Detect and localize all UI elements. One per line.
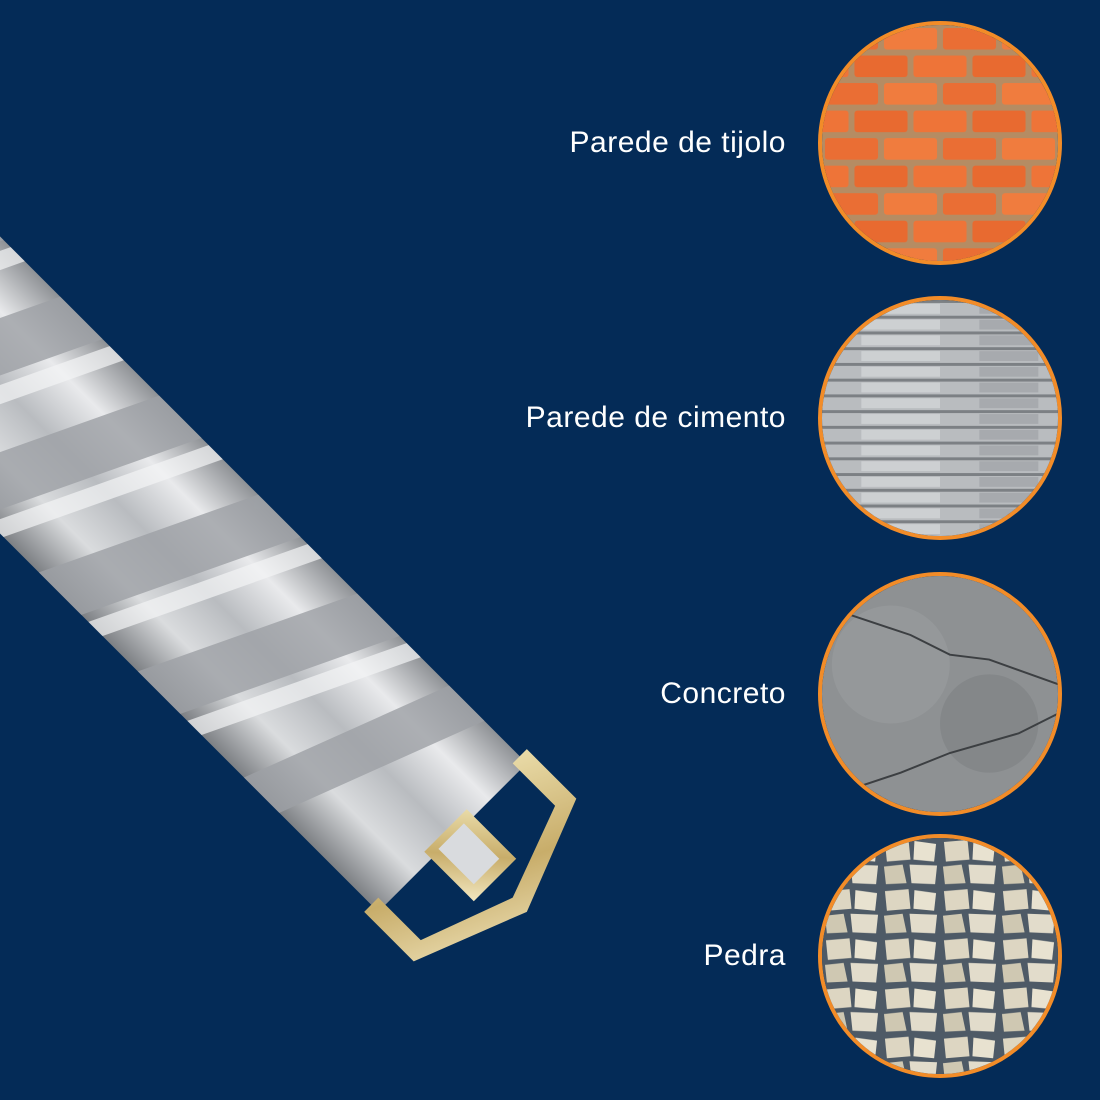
brick-wall-image — [818, 21, 1062, 265]
material-label-brick: Parede de tijolo — [569, 126, 786, 159]
material-label-cement: Parede de cimento — [525, 401, 786, 434]
carbide-tip — [364, 749, 577, 962]
material-label-concrete: Concreto — [660, 677, 786, 710]
cement-wall-image — [818, 296, 1062, 540]
drill-flutes — [0, 197, 485, 813]
stone-wall-image — [818, 834, 1062, 1078]
concrete-image — [818, 572, 1062, 816]
material-label-stone: Pedra — [703, 939, 786, 972]
